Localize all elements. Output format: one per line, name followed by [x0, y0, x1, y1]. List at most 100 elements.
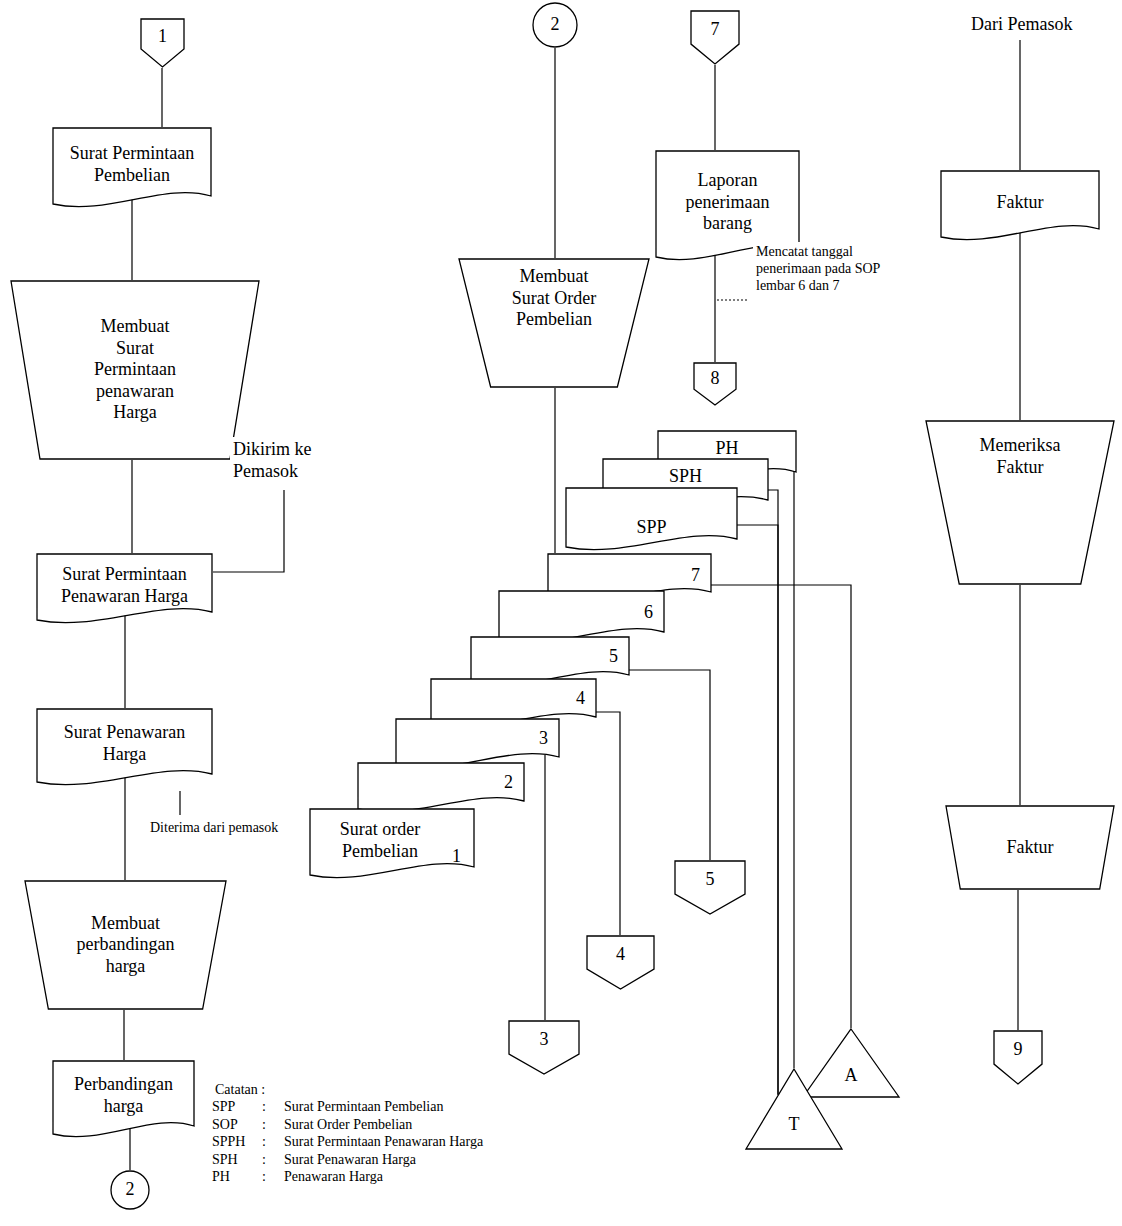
- text-slot: 9: [995, 1032, 1041, 1068]
- text-slot: A: [806, 1056, 896, 1096]
- flow-line: [1019, 40, 1020, 170]
- text-slot: 2: [363, 772, 513, 801]
- text-slot: Membuat Surat Order Pembelian: [495, 266, 614, 382]
- legend-cell: :: [262, 1168, 284, 1186]
- node-text: 3: [540, 1029, 549, 1051]
- text-slot: Memeriksa Faktur: [963, 435, 1077, 579]
- flow-line: [1019, 227, 1020, 420]
- node-text: SPH: [669, 466, 702, 488]
- flow-line: [1019, 585, 1020, 805]
- manual-operation: Membuat Surat Permintaan penawaran Harga: [10, 280, 260, 460]
- offpage-connector: 1: [140, 18, 185, 68]
- shape-outline: [310, 809, 474, 878]
- legend-cell: PH: [212, 1168, 262, 1186]
- shape-outline: [941, 171, 1099, 240]
- manual-operation: Memeriksa Faktur: [925, 420, 1115, 585]
- legend-cell: Surat Permintaan Pembelian: [284, 1098, 499, 1116]
- node-text: 3: [539, 728, 548, 750]
- leader-line: [179, 791, 180, 815]
- shape-outline: [587, 936, 654, 989]
- flow-line: [714, 65, 715, 150]
- text-slot: 8: [695, 364, 735, 393]
- flow-line: [714, 247, 715, 362]
- shape-outline: [694, 363, 736, 405]
- shape-outline: [396, 719, 559, 768]
- text-slot: 3: [510, 1022, 578, 1058]
- text-slot: 1: [142, 20, 183, 53]
- text-slot: Faktur: [946, 176, 1094, 229]
- node-text: 1: [158, 26, 167, 48]
- text-slot: 5: [476, 646, 618, 675]
- document-shape: Perbandingan harga: [52, 1060, 195, 1142]
- note-label: Catatan :: [212, 1080, 268, 1101]
- text-slot: 5: [676, 862, 744, 898]
- legend-cell: :: [262, 1133, 284, 1151]
- leader-line: [213, 490, 284, 572]
- node-text: Faktur: [997, 192, 1044, 214]
- legend-cell: SOP: [212, 1116, 262, 1134]
- shape-outline: [141, 19, 184, 67]
- node-text: Surat Penawaran Harga: [50, 722, 200, 765]
- file-triangle: T: [745, 1068, 843, 1150]
- text-slot: Surat Permintaan Pembelian: [58, 133, 206, 196]
- node-text: 7: [691, 565, 700, 587]
- flow-line: [161, 68, 162, 127]
- text-slot: 4: [588, 937, 653, 973]
- legend-cell: :: [262, 1151, 284, 1169]
- flow-line: [124, 610, 125, 708]
- offpage-connector: 9: [993, 1030, 1043, 1085]
- node-text: 8: [711, 368, 720, 390]
- node-text: Membuat Surat Permintaan penawaran Harga: [80, 316, 190, 424]
- node-text: Perbandingan harga: [64, 1074, 184, 1117]
- note-label: Dari Pemasok: [968, 12, 1075, 38]
- node-text: Surat Permintaan Penawaran Harga: [47, 564, 202, 607]
- file-triangle: A: [802, 1028, 900, 1098]
- text-slot: Surat order Pembelian: [315, 814, 445, 867]
- node-text: 2: [126, 1179, 135, 1201]
- flow-line: [129, 1124, 130, 1170]
- legend-table: SPP:Surat Permintaan PembelianSOP:Surat …: [212, 1098, 499, 1186]
- shape-outline: [675, 861, 745, 914]
- node-text: Laporan penerimaan barang: [675, 170, 780, 235]
- shape-outline: [509, 1021, 579, 1074]
- shape-outline: [37, 554, 212, 623]
- connector-circle: 2: [110, 1170, 150, 1210]
- shape-outline: [803, 1029, 899, 1097]
- node-text: 6: [644, 602, 653, 624]
- text-slot: Membuat Surat Permintaan penawaran Harga: [44, 286, 226, 454]
- node-text: 4: [576, 688, 585, 710]
- text-slot: 2: [534, 4, 576, 46]
- node-text: 5: [706, 869, 715, 891]
- file-triangle-outline: [802, 1028, 900, 1098]
- node-text: 5: [609, 646, 618, 668]
- text-slot: 2: [112, 1172, 148, 1208]
- node-text: Surat Permintaan Pembelian: [60, 143, 205, 186]
- offpage-connector: 3: [508, 1020, 580, 1075]
- text-slot: 7: [692, 12, 738, 48]
- offpage-connector: 4: [586, 935, 655, 990]
- text-slot: Perbandingan harga: [58, 1066, 189, 1126]
- node-text: PH: [715, 438, 738, 460]
- flow-line: [124, 772, 125, 880]
- node-text: 2: [504, 772, 513, 794]
- flow-line: [596, 712, 620, 935]
- manual-operation: Membuat Surat Order Pembelian: [458, 258, 650, 388]
- manual-operation: Faktur: [945, 805, 1115, 890]
- shape-outline: [691, 11, 739, 64]
- shape-outline: [111, 1171, 149, 1209]
- shape-outline: [358, 763, 524, 812]
- legend-cell: SPPH: [212, 1133, 262, 1151]
- node-text: Faktur: [1007, 837, 1054, 859]
- node-text: SPP: [636, 517, 666, 539]
- node-text: Memeriksa Faktur: [970, 435, 1070, 478]
- flow-line: [1017, 890, 1018, 1030]
- shape-outline: [499, 591, 664, 643]
- file-triangle-outline: [745, 1068, 843, 1150]
- text-slot: 6: [504, 602, 653, 632]
- node-text: 1: [452, 846, 461, 868]
- node-text: T: [789, 1114, 800, 1136]
- flow-line: [737, 525, 778, 1095]
- flow-line: [554, 48, 555, 258]
- shape-outline: [459, 259, 649, 387]
